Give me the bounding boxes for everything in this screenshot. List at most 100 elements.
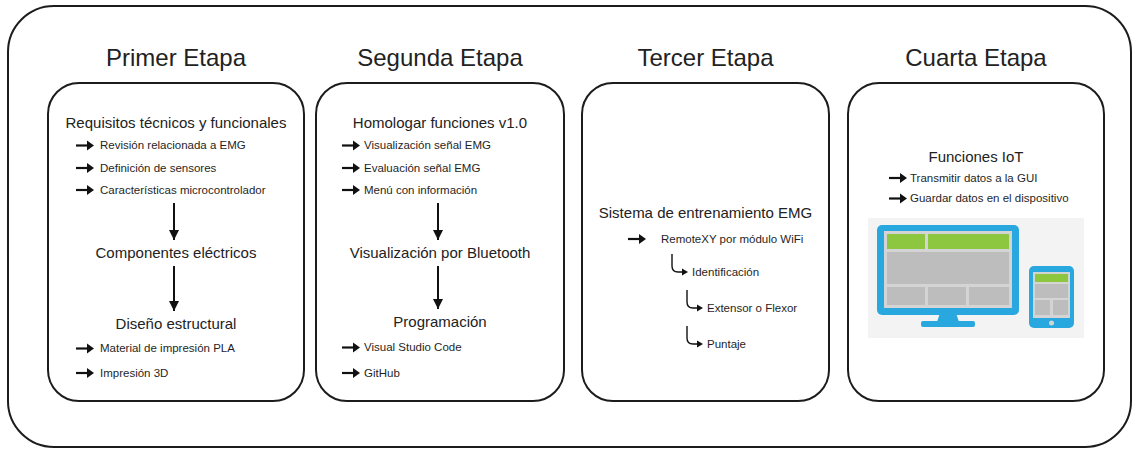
bullet-row: Extensor o Flexor — [583, 290, 828, 326]
bullet-arrow-icon — [888, 168, 910, 188]
bullet-arrow-icon — [341, 134, 363, 157]
bullet-row: Características microcontrolador — [49, 179, 303, 201]
section-row: Funciones IoT — [849, 146, 1103, 168]
bullet-text: Características microcontrolador — [100, 184, 266, 196]
bullet-text: Definición de sensores — [100, 162, 216, 174]
flow-arrow — [437, 203, 439, 240]
bullet-row: Revisión relacionada a EMG — [49, 134, 303, 157]
screen-block — [887, 287, 925, 305]
bullet-arrow-icon — [75, 134, 97, 157]
section-row: Homologar funciones v1.0 — [317, 112, 563, 134]
bullet-row: Guardar datos en el dispositivo — [849, 188, 1103, 209]
bullet-text: Puntaje — [707, 338, 746, 350]
section-heading: Visualización por Bluetooth — [350, 244, 531, 261]
tablet-icon — [1029, 266, 1074, 328]
stage-panel: Cuarta EtapaFunciones IoTTransmitir dato… — [847, 82, 1105, 402]
outer-border — [8, 6, 1131, 447]
stage-title: Cuarta Etapa — [829, 42, 1123, 74]
section-heading: Homologar funciones v1.0 — [353, 114, 527, 131]
bullet-row: Menú con información — [317, 179, 563, 201]
flow-arrow — [173, 203, 175, 240]
section-row: Sistema de entrenamiento EMG — [583, 202, 828, 224]
illustration-ground — [868, 218, 1084, 338]
screen-block — [928, 287, 966, 305]
monitor-frame — [877, 225, 1019, 315]
stage-panel: Primer EtapaRequisitos técnicos y funcio… — [47, 82, 305, 402]
bullet-arrow-icon — [75, 179, 97, 201]
bullet-arrow-icon — [341, 333, 363, 362]
bullet-row: Transmitir datos a la GUI — [849, 168, 1103, 188]
bullet-text: Evaluación señal EMG — [364, 162, 480, 174]
stage-section: Sistema de entrenamiento EMG RemoteXY por… — [583, 202, 828, 362]
section-heading: Diseño estructural — [116, 315, 237, 332]
bullet-text: Guardar datos en el dispositivo — [910, 192, 1069, 204]
bullet-arrow-icon — [75, 362, 97, 384]
flow-arrow — [173, 266, 175, 311]
flow-arrow — [437, 266, 439, 309]
bullet-text: Impresión 3D — [100, 367, 168, 379]
tablet-button — [1049, 321, 1054, 326]
section-heading: Componentes eléctricos — [96, 244, 257, 261]
screen-bar — [887, 234, 925, 249]
hook-arrow-icon — [669, 254, 691, 290]
bullet-row: RemoteXY por módulo WiFi — [583, 224, 828, 254]
bullet-row: Evaluación señal EMG — [317, 157, 563, 179]
bullet-arrow-icon — [341, 157, 363, 179]
tablet-block — [1035, 284, 1068, 298]
tablet-frame — [1029, 266, 1074, 328]
bullet-text: Menú con información — [364, 184, 477, 196]
bullet-text: Visual Studio Code — [364, 341, 462, 353]
section-heading: Requisitos técnicos y funcionales — [66, 114, 287, 131]
stage-section: Diseño estructuralMaterial de impresión … — [49, 313, 303, 384]
bullet-text: GitHub — [364, 367, 400, 379]
section-row: Programación — [317, 311, 563, 333]
bullet-text: Visualización señal EMG — [364, 139, 491, 151]
stage-section: Homologar funciones v1.0Visualización se… — [317, 112, 563, 201]
hook-arrow-icon — [684, 290, 706, 326]
bullet-text: Material de impresión PLA — [100, 342, 235, 354]
bullet-row: Impresión 3D — [49, 362, 303, 384]
bullet-arrow-icon — [627, 224, 649, 254]
monitor-screen — [884, 231, 1012, 308]
bullet-arrow-icon — [341, 362, 363, 384]
section-heading: Programación — [393, 313, 486, 330]
section-row: Requisitos técnicos y funcionales — [49, 112, 303, 134]
section-heading: Funciones IoT — [928, 148, 1023, 165]
stage-title: Tercer Etapa — [563, 42, 848, 74]
bullet-arrow-icon — [341, 179, 363, 201]
stage-title: Segunda Etapa — [297, 42, 583, 74]
bullet-text: Revisión relacionada a EMG — [100, 139, 246, 151]
bullet-row: GitHub — [317, 362, 563, 384]
bullet-row: Visual Studio Code — [317, 333, 563, 362]
bullet-row: Visualización señal EMG — [317, 134, 563, 157]
stage-section: Visualización por Bluetooth — [317, 242, 563, 264]
bullet-row: Puntaje — [583, 326, 828, 362]
stage-title: Primer Etapa — [29, 42, 323, 74]
bullet-text: Extensor o Flexor — [707, 302, 797, 314]
stage-section: Funciones IoT Transmitir datos a la GUI Gu… — [849, 146, 1103, 209]
monitor-base — [921, 321, 975, 327]
bullet-row: Material de impresión PLA — [49, 335, 303, 362]
screen-bar — [928, 234, 1009, 249]
tablet-bar — [1035, 274, 1068, 282]
screen-block — [887, 252, 1009, 284]
bullet-arrow-icon — [75, 157, 97, 179]
stage-panel: Segunda EtapaHomologar funciones v1.0Vis… — [315, 82, 565, 402]
section-row: Diseño estructural — [49, 313, 303, 335]
tablet-screen — [1033, 272, 1070, 318]
tablet-block — [1053, 300, 1068, 315]
stage-panel: Tercer EtapaSistema de entrenamiento EMG… — [581, 82, 830, 402]
section-row: Visualización por Bluetooth — [317, 242, 563, 264]
bullet-text: RemoteXY por módulo WiFi — [661, 233, 803, 245]
bullet-row: Identificación — [583, 254, 828, 290]
bullet-arrow-icon — [75, 335, 97, 362]
bullet-arrow-icon — [888, 188, 910, 209]
tablet-block — [1035, 300, 1050, 315]
hook-arrow-icon — [684, 326, 706, 362]
screen-block — [969, 287, 1009, 305]
bullet-row: Definición de sensores — [49, 157, 303, 179]
section-row: Componentes eléctricos — [49, 242, 303, 264]
bullet-text: Transmitir datos a la GUI — [910, 172, 1037, 184]
stage-section: Componentes eléctricos — [49, 242, 303, 264]
